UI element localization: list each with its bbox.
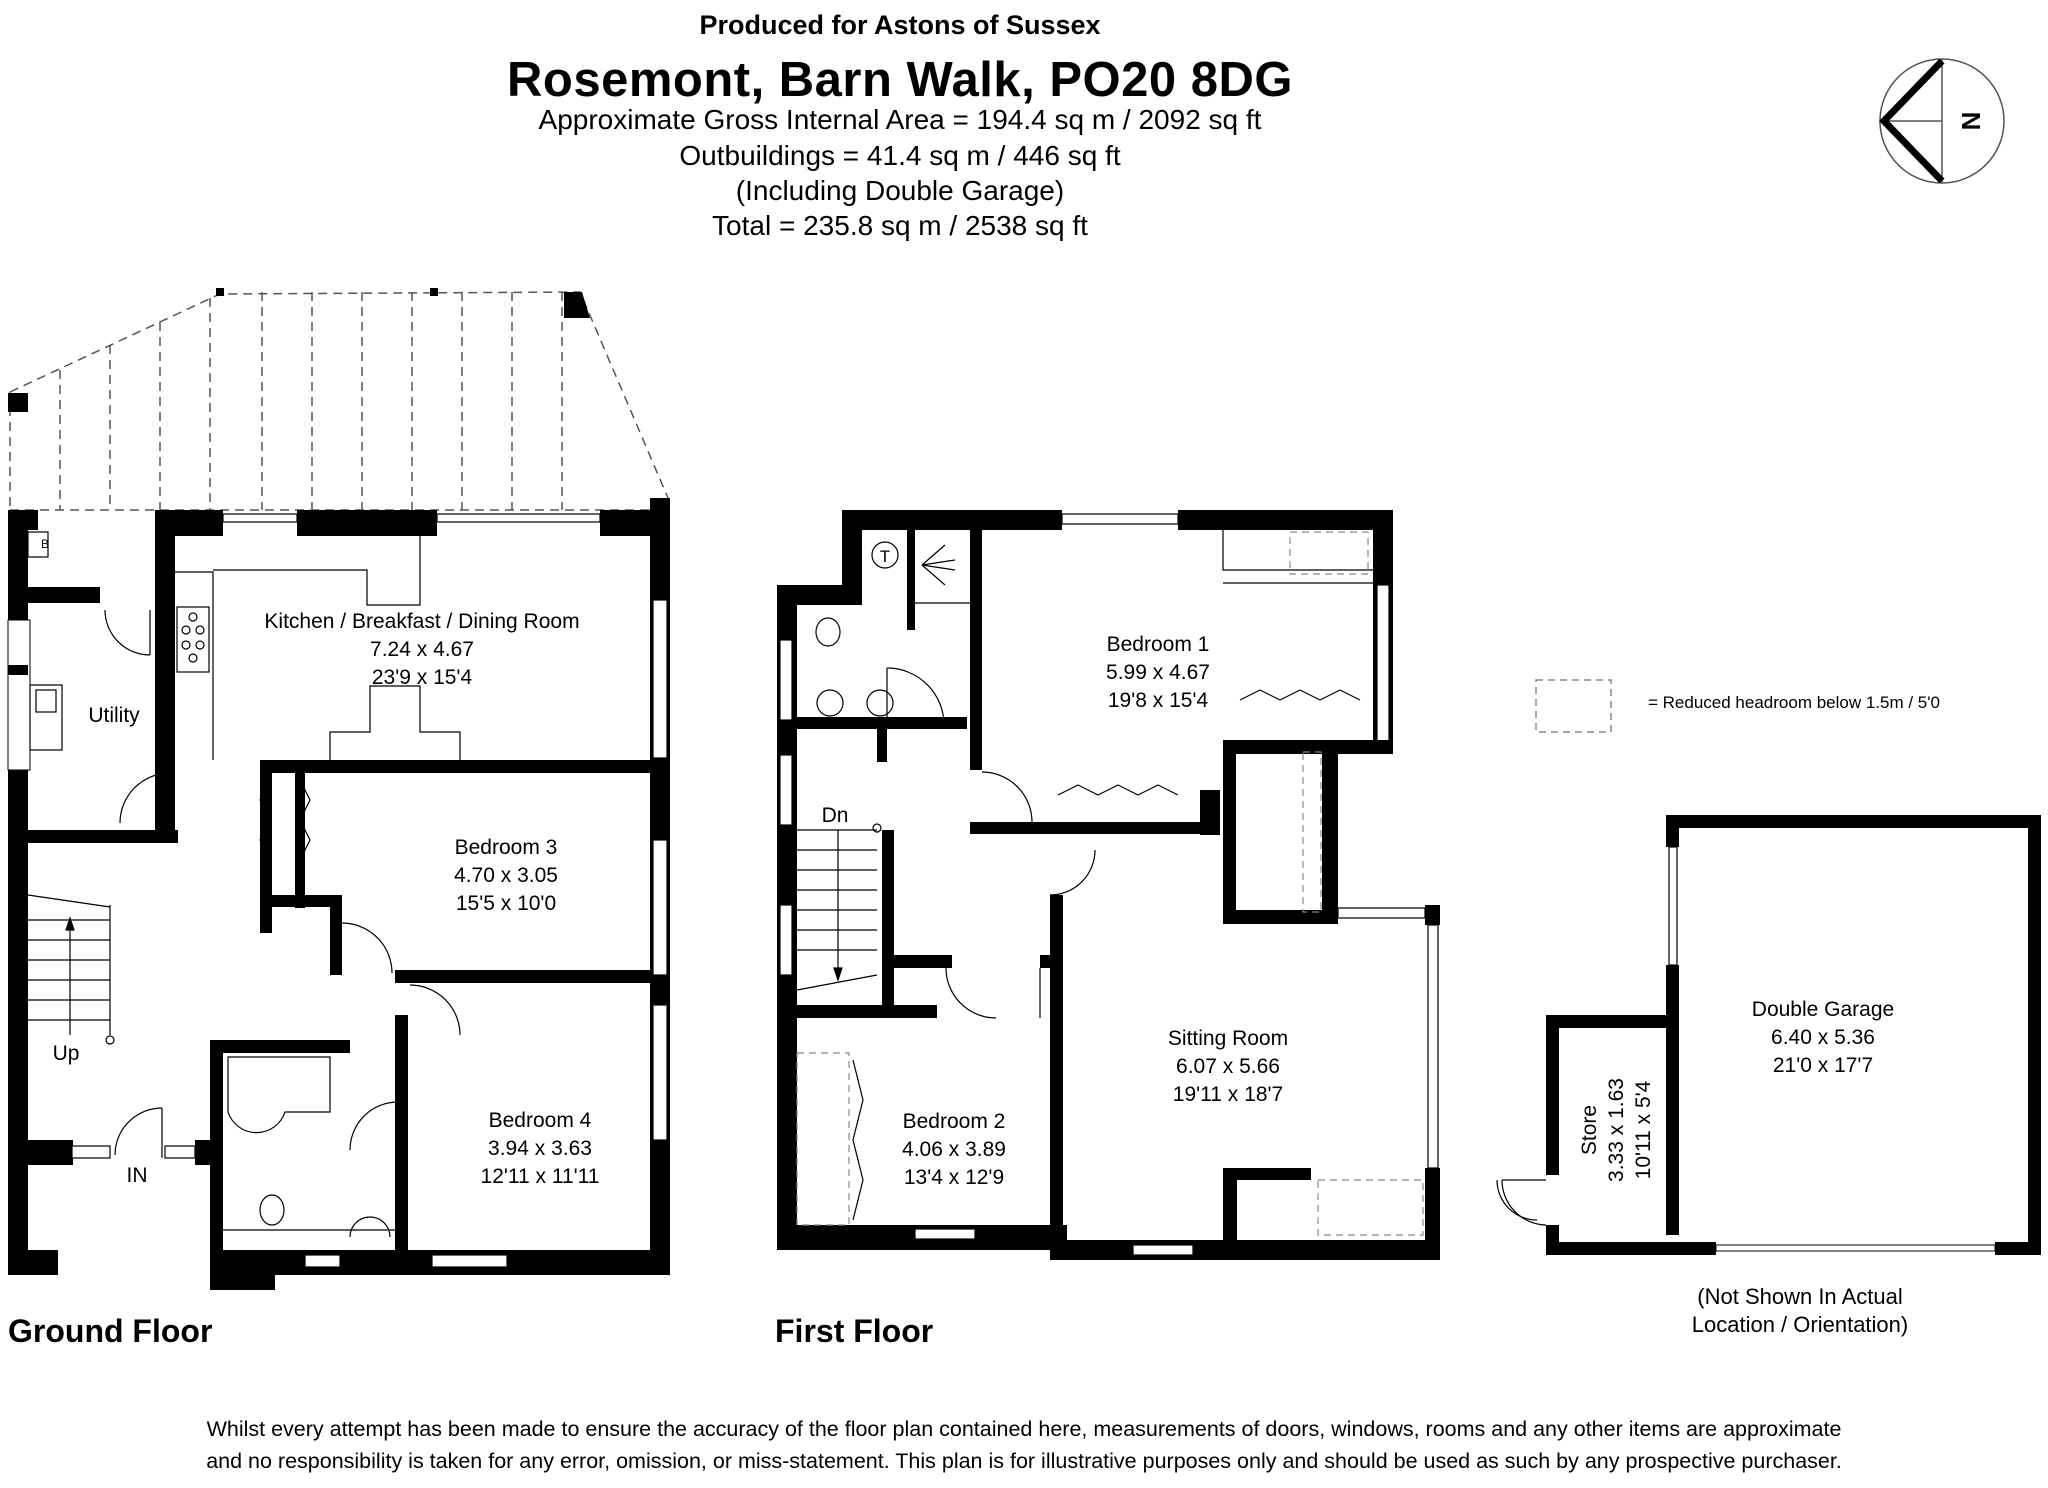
room-imperial-bedroom-3: 15'5 x 10'0: [456, 892, 556, 915]
room-metric-store: 3.33 x 1.63: [1605, 1078, 1628, 1182]
basin-icon: [866, 689, 894, 717]
room-metric-bedroom-4: 3.94 x 3.63: [488, 1137, 592, 1160]
disclaimer: Whilst every attempt has been made to en…: [0, 1413, 2048, 1477]
ground-floor-label: Ground Floor: [8, 1313, 213, 1349]
stairs-down-icon: [796, 823, 882, 991]
reduced-headroom-legend-symbol: [1535, 679, 1612, 733]
disclaimer-line-1: Whilst every attempt has been made to en…: [206, 1417, 1842, 1441]
note-line-1: (Not Shown In Actual: [1697, 1284, 1903, 1309]
room-name-bedroom-2: Bedroom 2: [903, 1110, 1006, 1133]
room-imperial-double-garage: 21'0 x 17'7: [1773, 1054, 1873, 1077]
toilet-icon: [815, 617, 841, 647]
room-imperial-kitchen: 23'9 x 15'4: [372, 666, 473, 689]
north-arrow-icon: N: [1879, 58, 2005, 184]
room-metric-sitting-room: 6.07 x 5.66: [1176, 1055, 1280, 1078]
outbuildings-plan: [1546, 815, 2041, 1255]
outbuildings-note: (Including Double Garage): [735, 175, 1065, 206]
room-name-utility: Utility: [88, 704, 140, 727]
gross-internal-area: Approximate Gross Internal Area = 194.4 …: [538, 104, 1262, 135]
room-name-bedroom-3: Bedroom 3: [455, 836, 558, 859]
first-floor-plan: [777, 510, 1440, 1260]
disclaimer-line-2: and no responsibility is taken for any e…: [206, 1449, 1842, 1473]
outbuildings-location-note: (Not Shown In Actual Location / Orientat…: [1600, 1283, 2000, 1339]
room-metric-bedroom-3: 4.70 x 3.05: [454, 864, 558, 887]
basin-icon: [349, 1216, 391, 1238]
sink-icon: [29, 684, 63, 751]
bath-icon: [227, 1056, 331, 1134]
produced-for-text: Produced for Astons of Sussex: [699, 10, 1101, 40]
room-imperial-store: 10'11 x 5'4: [1632, 1080, 1655, 1179]
room-name-double-garage: Double Garage: [1752, 998, 1894, 1021]
property-title: Rosemont, Barn Walk, PO20 8DG: [507, 53, 1293, 107]
first-floor-fixtures: [796, 530, 1538, 1236]
boiler-label: B: [41, 537, 49, 551]
note-line-2: Location / Orientation): [1691, 1312, 1909, 1337]
stairs-up-label: Up: [53, 1042, 80, 1065]
room-imperial-sitting-room: 19'11 x 18'7: [1173, 1083, 1283, 1106]
room-imperial-bedroom-1: 19'8 x 15'4: [1108, 689, 1209, 712]
room-metric-kitchen: 7.24 x 4.67: [370, 638, 474, 661]
entrance-label: IN: [127, 1164, 148, 1187]
room-imperial-bedroom-4: 12'11 x 11'11: [481, 1165, 600, 1188]
store-door-arc: [1501, 1179, 1547, 1226]
room-metric-double-garage: 6.40 x 5.36: [1771, 1026, 1875, 1049]
room-imperial-bedroom-2: 13'4 x 12'9: [904, 1166, 1004, 1189]
room-name-bedroom-4: Bedroom 4: [489, 1109, 592, 1132]
room-name-sitting-room: Sitting Room: [1168, 1027, 1288, 1050]
stairs-down-label: Dn: [822, 804, 849, 827]
first-floor-label: First Floor: [775, 1313, 934, 1349]
total-area: Total = 235.8 sq m / 2538 sq ft: [712, 210, 1088, 241]
basin-icon: [816, 689, 844, 717]
toilet-icon: [259, 1194, 285, 1226]
ground-floor-plan: [7, 288, 670, 1290]
legend-text: = Reduced headroom below 1.5m / 5'0: [1648, 693, 1940, 712]
outbuildings-area: Outbuildings = 41.4 sq m / 446 sq ft: [679, 140, 1121, 171]
room-metric-bedroom-2: 4.06 x 3.89: [902, 1138, 1006, 1161]
boiler-icon: [27, 531, 49, 558]
room-name-store: Store: [1578, 1105, 1601, 1155]
hob-icon: [176, 606, 210, 673]
room-name-bedroom-1: Bedroom 1: [1107, 633, 1210, 656]
room-metric-bedroom-1: 5.99 x 4.67: [1106, 661, 1210, 684]
ground-floor-fixtures: [27, 531, 461, 1238]
stairs-up-icon: [27, 894, 115, 1045]
tank-label: T: [880, 547, 890, 566]
water-tank-icon: [871, 541, 899, 569]
room-name-kitchen: Kitchen / Breakfast / Dining Room: [264, 610, 579, 633]
compass-label: N: [1956, 112, 1986, 131]
